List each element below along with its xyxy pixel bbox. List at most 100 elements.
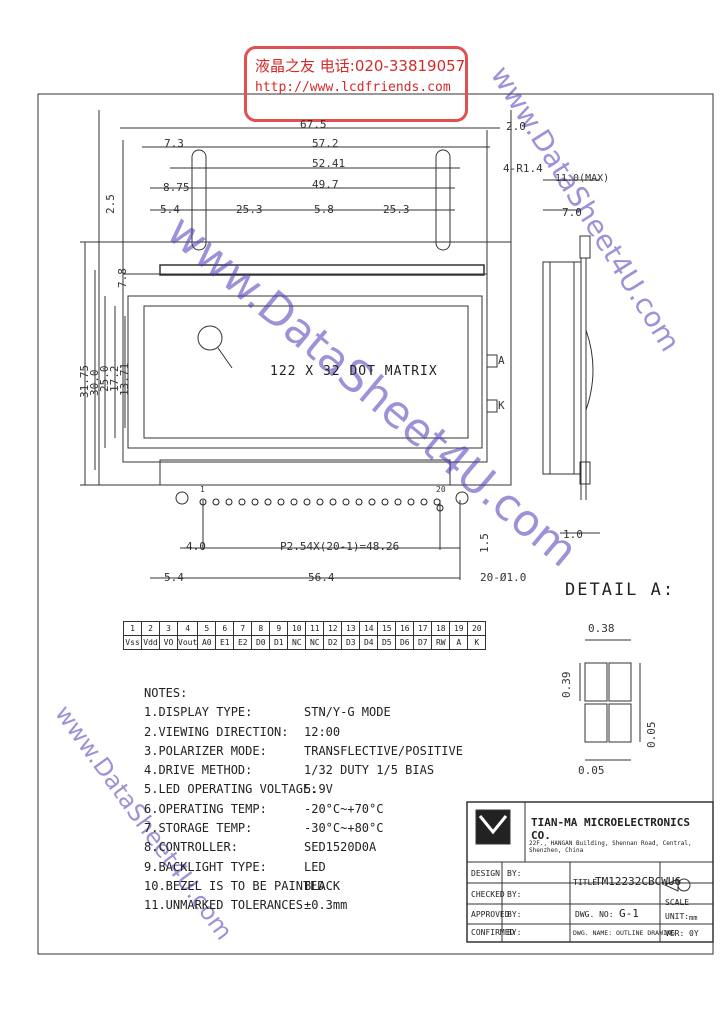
- note-key: 2.VIEWING DIRECTION:: [144, 724, 289, 739]
- pin-1-mark: 1: [200, 485, 205, 494]
- red-stamp: 液晶之友 电话:020-33819057 http://www.lcdfrien…: [244, 46, 468, 122]
- dim-25-3-left: 25.3: [236, 203, 263, 216]
- row-design: DESIGN: [471, 869, 500, 878]
- row-checked: CHECKED: [471, 890, 505, 899]
- note-key: 9.BACKLIGHT TYPE:: [144, 859, 267, 874]
- led-anode-label: A: [498, 354, 505, 367]
- ver-value: 0Y: [689, 929, 699, 938]
- dim-7-0: 7.0: [562, 206, 582, 219]
- pin-name: D7: [413, 635, 433, 650]
- dim-49-7: 49.7: [312, 178, 339, 191]
- unit-label: UNIT:: [665, 912, 690, 921]
- pin-20-mark: 20: [436, 485, 446, 494]
- note-key: 7.STORAGE TEMP:: [144, 821, 253, 836]
- note-key: 3.POLARIZER MODE:: [144, 743, 267, 758]
- pin-number: 11: [305, 621, 325, 636]
- pin-name: A: [449, 635, 469, 650]
- pin-name: D6: [395, 635, 415, 650]
- notes-title: NOTES:: [144, 686, 188, 700]
- company-address: 22F., HANGAN Building, Shennan Road, Cen…: [529, 840, 692, 854]
- note-item: 3.POLARIZER MODE: TRANSFLECTIVE/POSITIVE: [144, 742, 463, 761]
- mount-slot-left: [191, 149, 207, 251]
- note-item: 6.OPERATING TEMP:-20°C~+70°C: [144, 800, 463, 819]
- mount-slot-right: [435, 149, 451, 251]
- pin-strip: [159, 459, 451, 486]
- pin-name: D5: [377, 635, 397, 650]
- dim-5-4: 5.4: [160, 203, 180, 216]
- pin-name: E2: [233, 635, 253, 650]
- dim-5-4-bottom: 5.4: [164, 571, 184, 584]
- side-view: [542, 261, 582, 475]
- pin-number: 20: [467, 621, 487, 636]
- dim-5-8: 5.8: [314, 203, 334, 216]
- dim-57-2: 57.2: [312, 137, 339, 150]
- pin-name: RW: [431, 635, 451, 650]
- dim-2-5: 2.5: [104, 194, 117, 214]
- note-item: 11.UNMARKED TOLERANCES±0.3mm: [144, 896, 463, 915]
- stamp-line-1: 液晶之友 电话:020-33819057: [255, 57, 466, 75]
- note-key: 4.DRIVE METHOD:: [144, 763, 253, 778]
- notes-block: NOTES: 1.DISPLAY TYPE: STN/Y-G MODE 2.VIE…: [144, 684, 463, 916]
- pin-name: A0: [197, 635, 217, 650]
- note-key: 1.DISPLAY TYPE:: [144, 705, 253, 720]
- note-value: 1/32 DUTY 1/5 BIAS: [304, 763, 435, 778]
- dwg-no-label: DWG. NO:: [575, 910, 614, 919]
- note-key: 5.LED OPERATING VOLTAGE:: [144, 782, 318, 797]
- pin-name: D1: [269, 635, 289, 650]
- dim-1-5: 1.5: [478, 533, 491, 553]
- dim-1-0: 1.0: [563, 528, 583, 541]
- note-value: SED1520D0A: [304, 840, 377, 855]
- row-confirmed: CONFIRMED: [471, 928, 515, 937]
- note-item: 5.LED OPERATING VOLTAGE:5.9V: [144, 780, 463, 799]
- pin-name: D3: [341, 635, 361, 650]
- note-value: -30°C~+80°C: [304, 821, 384, 836]
- dim-hole-dia: 20-Ø1.0: [480, 571, 527, 584]
- display-label: 122 X 32 DOT MATRIX: [270, 364, 438, 379]
- title-block-frame: [466, 801, 714, 943]
- pin-number: 9: [269, 621, 289, 636]
- note-item: 1.DISPLAY TYPE: STN/Y-G MODE: [144, 703, 463, 722]
- note-item: 8.CONTROLLER:SED1520D0A: [144, 838, 463, 857]
- pin-number: 1: [123, 621, 142, 636]
- pin-name: VO: [159, 635, 178, 650]
- pin-name: NC: [305, 635, 325, 650]
- frame-strip: [159, 264, 485, 276]
- dim-r1-4: 4-R1.4: [503, 162, 543, 175]
- detail-dim-width: 0.38: [588, 622, 615, 635]
- stamp-line-2: http://www.lcdfriends.com: [255, 80, 451, 95]
- pin-name: NC: [287, 635, 307, 650]
- pin-number: 10: [287, 621, 307, 636]
- dim-7-3: 7.3: [164, 137, 184, 150]
- note-value: STN/Y-G MODE: [304, 705, 391, 720]
- dwg-name: DWG. NAME: OUTLINE DRAWING: [573, 929, 675, 937]
- pin-name-row: Vss Vdd VO Vout A0 E1 E2 D0 D1 NC NC D2 …: [123, 635, 487, 650]
- note-value: -20°C~+70°C: [304, 801, 384, 816]
- pin-number: 6: [215, 621, 235, 636]
- pin-name: D2: [323, 635, 343, 650]
- pin-number: 13: [341, 621, 361, 636]
- pin-number-row: 1 2 3 4 5 6 7 8 9 10 11 12 13 14 15 16 1…: [123, 621, 487, 636]
- pin-name: Vout: [176, 635, 199, 650]
- pin-number: 16: [395, 621, 415, 636]
- dwg-no-value: G-1: [619, 907, 639, 920]
- note-value: LED: [304, 859, 326, 874]
- led-cathode-label: K: [498, 399, 505, 412]
- note-value: BLACK: [304, 878, 341, 893]
- detail-a-circle: [197, 325, 223, 351]
- by-design: BY:: [507, 869, 522, 878]
- pin-number: 8: [251, 621, 271, 636]
- detail-dim-height: 0.39: [560, 671, 573, 699]
- pin-number: 3: [159, 621, 178, 636]
- scale-label: SCALE: [665, 898, 690, 907]
- dim-13-71: 13.71: [118, 362, 131, 396]
- active-area: [143, 305, 469, 439]
- dim-pitch: P2.54X(20-1)=48.26: [280, 540, 400, 553]
- row-approved: APPROVED: [471, 910, 510, 919]
- note-value: TRANSFLECTIVE/POSITIVE: [304, 743, 463, 758]
- dim-8-75: 8.75: [163, 181, 190, 194]
- ver-label: VER:: [665, 929, 685, 938]
- view-area: [127, 295, 483, 449]
- detail-dim-gap-v: 0.05: [645, 721, 658, 749]
